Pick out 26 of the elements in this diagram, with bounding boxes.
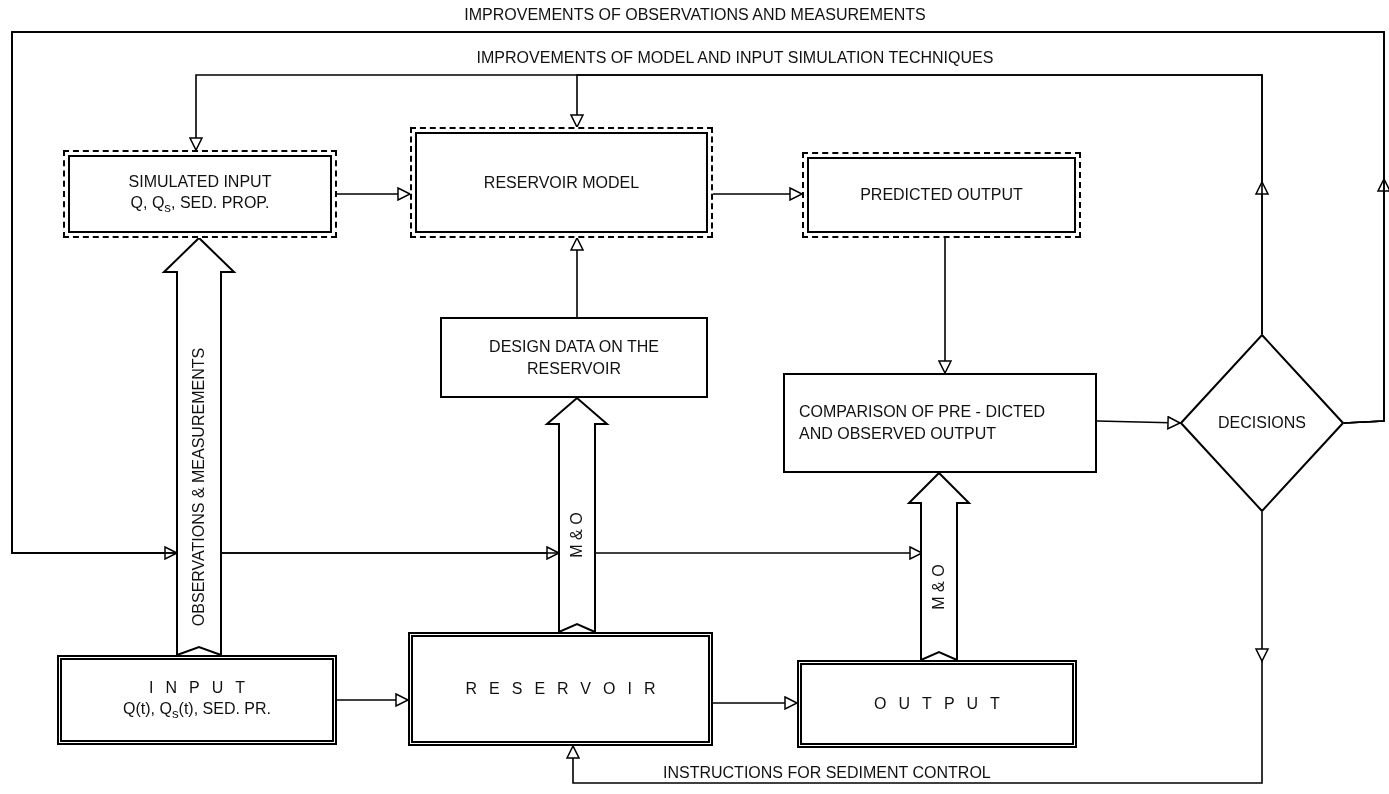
block-arrow bbox=[161, 236, 237, 657]
box-text: RESERVOIR bbox=[465, 679, 668, 700]
block-arrow bbox=[544, 396, 610, 634]
box-text: Q(t), Q$_{s}$(t), SED. PR. bbox=[123, 699, 271, 724]
model-box bbox=[410, 127, 713, 238]
edge-label: OBSERVATIONS & MEASUREMENTS bbox=[189, 346, 209, 628]
box-title: INPUT bbox=[149, 677, 257, 698]
system-box bbox=[57, 655, 337, 745]
process-box bbox=[783, 373, 1097, 473]
box-text: OUTPUT bbox=[874, 694, 1012, 715]
system-box bbox=[408, 632, 713, 746]
box-text: Q, Q$_{s}$, SED. PROP. bbox=[130, 193, 270, 218]
box-text: COMPARISON OF PRE - DICTED AND OBSERVED OUTPUT bbox=[799, 402, 1046, 444]
model-box bbox=[802, 152, 1081, 238]
model-box bbox=[63, 150, 337, 238]
box-text: DESIGN DATA ON THE RESERVOIR bbox=[488, 336, 660, 379]
box-text: RESERVOIR MODEL bbox=[483, 172, 640, 193]
box-text: PREDICTED OUTPUT bbox=[860, 185, 1023, 206]
block-arrow bbox=[906, 471, 972, 662]
box-text: DECISIONS bbox=[1218, 413, 1306, 434]
edge-label: M & O bbox=[929, 562, 949, 612]
box-title: SIMULATED INPUT bbox=[128, 171, 272, 192]
decision-diamond bbox=[1180, 334, 1344, 512]
process-box bbox=[440, 317, 708, 398]
edge-label: M & O bbox=[567, 511, 587, 560]
system-box bbox=[797, 660, 1077, 748]
